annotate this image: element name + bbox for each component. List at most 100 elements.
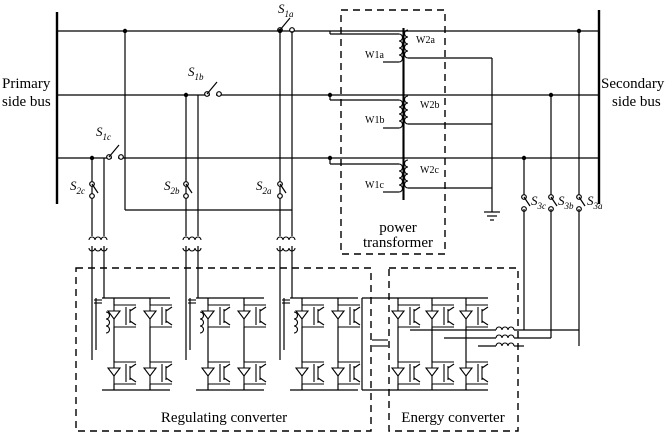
igbt-top-right-emitter (165, 320, 173, 326)
junction-dot (277, 28, 283, 34)
winding-w2c-turn (403, 166, 409, 175)
small-transformer-b-coil-top (194, 236, 202, 241)
winding-w2a-turn (403, 36, 409, 45)
primary-bus-label-1: Primary (2, 76, 51, 92)
winding-w2c-turn (403, 173, 409, 182)
input-inductor-turn (199, 318, 205, 327)
switch-s1c-blade (108, 144, 120, 158)
igbt-top-left-diode (200, 305, 216, 320)
winding-w2b-turn (403, 116, 409, 125)
igbt-bottom-right-emitter (259, 377, 267, 383)
igbt-bottom-left-emitter (223, 377, 231, 383)
igbt-top-right-diode (330, 305, 346, 320)
igbt-bottom-right-emitter (353, 377, 361, 383)
igbt-top-right-collector (165, 306, 173, 312)
input-inductor-turn (105, 325, 111, 334)
dashed-boxes (75, 9, 519, 432)
energy-igbt-bottom-diode (424, 362, 440, 377)
igbt-bottom-left-emitter (317, 377, 325, 383)
switch-s1b-label: S1b (188, 64, 204, 82)
winding-w2b-turn (403, 95, 409, 104)
switch-s3a-label: S3a (587, 193, 603, 211)
energy-igbt-top-diode (424, 305, 440, 320)
winding-w1a-turn (398, 33, 404, 42)
junction-dot (521, 155, 527, 161)
output-inductor-turn (495, 326, 503, 331)
winding-w1b-turn (398, 120, 404, 129)
igbt-bottom-right-collector (165, 363, 173, 369)
winding-w1b-label: W1b (365, 115, 384, 126)
winding-w1c-label: W1c (365, 180, 384, 191)
energy-igbt-top-emitter (413, 320, 421, 326)
small-transformer-c-coil-bottom (100, 247, 108, 252)
igbt-top-left-collector (129, 306, 137, 312)
switch-s2b-blade (185, 183, 193, 194)
winding-w1a-turn (398, 47, 404, 56)
winding-w1a-label: W1a (365, 50, 384, 61)
switch-s3-blade (550, 196, 558, 207)
transformer-box (340, 9, 446, 255)
junction-dot (327, 92, 333, 98)
igbt-bottom-left-emitter (129, 377, 137, 383)
secondary-bus-label-2: side bus (612, 94, 661, 110)
igbt-top-left-emitter (317, 320, 325, 326)
igbt-top-right-collector (353, 306, 361, 312)
switch-s2a-label: S2a (256, 178, 272, 196)
small-transformer-c-coil-top (100, 236, 108, 241)
output-inductor-turn (507, 334, 515, 339)
energy-igbt-top-diode (458, 305, 474, 320)
switch-s1a-blade (279, 17, 291, 31)
igbt-bottom-right-collector (353, 363, 361, 369)
energy-igbt-bottom-diode (390, 362, 406, 377)
small-transformer-b-coil-bottom (194, 247, 202, 252)
energy-igbt-bottom-diode (458, 362, 474, 377)
input-inductor-turn (293, 318, 299, 327)
igbt-bottom-left-diode (106, 362, 122, 377)
output-inductor-turn (495, 342, 503, 347)
switch-s2c-contact-bottom (89, 193, 95, 199)
switch-s2b-label: S2b (164, 178, 180, 196)
igbt-top-left-collector (317, 306, 325, 312)
igbt-bottom-right-emitter (165, 377, 173, 383)
energy-igbt-bottom-emitter (447, 377, 455, 383)
igbt-top-left-emitter (223, 320, 231, 326)
switch-s2a-contact-bottom (277, 193, 283, 199)
winding-w2b-label: W2b (420, 100, 439, 111)
switch-s2a-blade (279, 183, 287, 194)
output-inductor-turn (501, 342, 509, 347)
winding-w2a-turn (403, 50, 409, 59)
input-inductor-turn (293, 325, 299, 334)
small-transformer-b-coil-bottom (188, 247, 196, 252)
igbt-top-right-emitter (259, 320, 267, 326)
switch-s2c-label: S2c (70, 178, 85, 196)
winding-w1c-turn (398, 177, 404, 186)
energy-igbt-bottom-collector (447, 363, 455, 369)
igbt-top-right-diode (236, 305, 252, 320)
igbt-bottom-right-diode (142, 362, 158, 377)
switch-s1a-label: S1a (278, 1, 294, 19)
output-inductor-turn (495, 334, 503, 339)
igbt-bottom-left-diode (294, 362, 310, 377)
switch-s3-blade (523, 196, 531, 207)
junction-dot (327, 155, 333, 161)
power-devices (88, 28, 515, 385)
igbt-bottom-right-collector (259, 363, 267, 369)
small-transformer-a-coil-bottom (288, 247, 296, 252)
igbt-top-right-emitter (353, 320, 361, 326)
winding-w2b-turn (403, 109, 409, 118)
igbt-bottom-left-collector (129, 363, 137, 369)
energy-igbt-bottom-collector (413, 363, 421, 369)
winding-w2c-turn (403, 180, 409, 189)
winding-w2a-label: W2a (416, 35, 435, 46)
junction-dot (548, 92, 554, 98)
energy-igbt-top-emitter (447, 320, 455, 326)
energy-converter-box (388, 267, 519, 432)
switch-s3c-label: S3c (531, 193, 546, 211)
small-transformer-b-coil-top (182, 236, 190, 241)
winding-w2b-turn (403, 102, 409, 111)
energy-igbt-top-collector (447, 306, 455, 312)
output-inductor-turn (501, 326, 509, 331)
switch-s3-blade (578, 196, 586, 207)
primary-bus-label-2: side bus (2, 94, 51, 110)
